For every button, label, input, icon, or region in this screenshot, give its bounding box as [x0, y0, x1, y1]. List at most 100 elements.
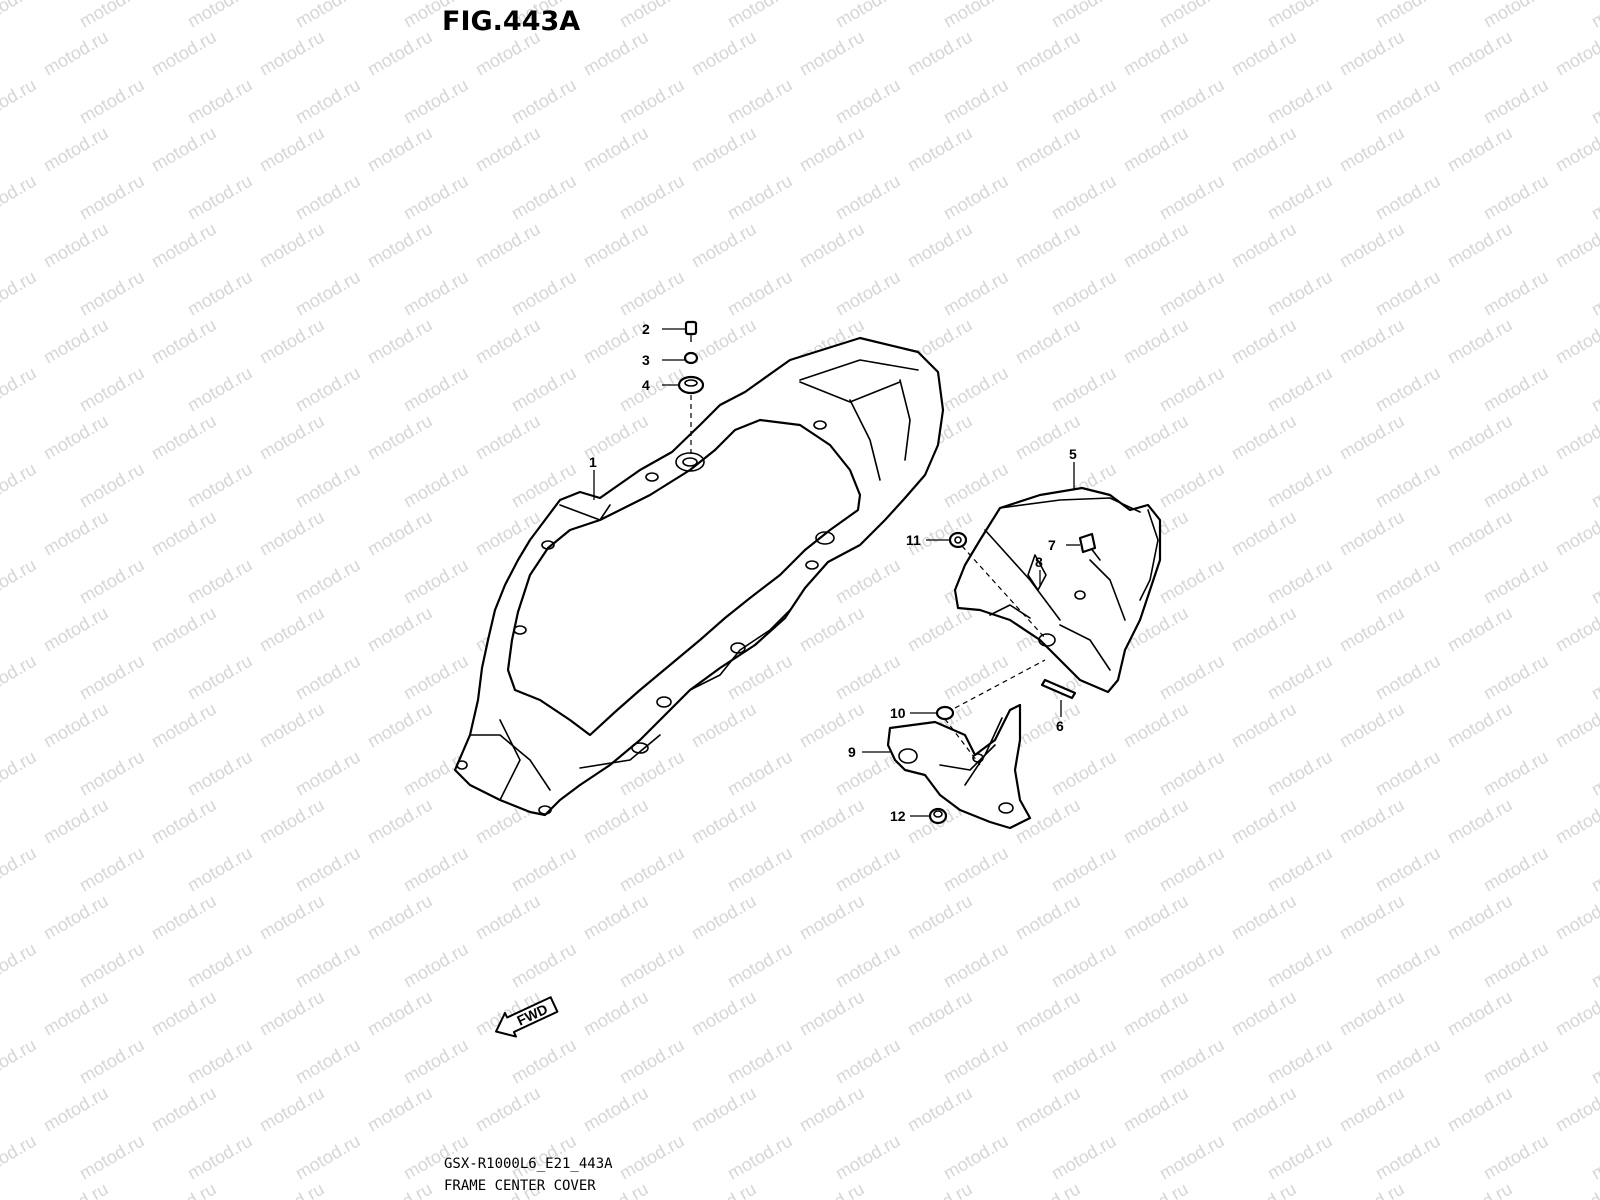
watermark-text: motod.ru: [184, 363, 256, 416]
watermark-text: motod.ru: [1264, 747, 1336, 800]
watermark-text: motod.ru: [940, 0, 1012, 31]
watermark-text: motod.ru: [1120, 891, 1192, 944]
watermark-text: motod.ru: [1444, 603, 1516, 656]
watermark-text: motod.ru: [1480, 1035, 1552, 1088]
watermark-text: motod.ru: [1048, 363, 1120, 416]
part-pad-6: [1040, 678, 1077, 700]
watermark-text: motod.ru: [724, 939, 796, 992]
watermark-text: motod.ru: [148, 891, 220, 944]
watermark-text: motod.ru: [580, 987, 652, 1040]
callout-2: 2: [642, 321, 650, 337]
watermark-text: motod.ru: [1336, 987, 1408, 1040]
watermark-text: motod.ru: [1588, 843, 1600, 896]
watermark-text: motod.ru: [796, 699, 868, 752]
watermark-text: motod.ru: [1588, 75, 1600, 128]
watermark-text: motod.ru: [400, 459, 472, 512]
watermark-text: motod.ru: [1444, 1083, 1516, 1136]
watermark-text: motod.ru: [904, 1083, 976, 1136]
watermark-text: motod.ru: [1048, 843, 1120, 896]
watermark-text: motod.ru: [0, 603, 4, 656]
fwd-direction-marker: FWD: [494, 996, 559, 1038]
watermark-text: motod.ru: [724, 1035, 796, 1088]
callout-1: 1: [589, 454, 597, 470]
watermark-text: motod.ru: [1552, 891, 1600, 944]
watermark-text: motod.ru: [616, 171, 688, 224]
watermark-text: motod.ru: [616, 0, 688, 31]
watermark-text: motod.ru: [292, 1035, 364, 1088]
watermark-text: motod.ru: [1228, 27, 1300, 80]
watermark-text: motod.ru: [1336, 1179, 1408, 1200]
watermark-text: motod.ru: [796, 603, 868, 656]
watermark-text: motod.ru: [364, 891, 436, 944]
watermark-text: motod.ru: [292, 459, 364, 512]
watermark-text: motod.ru: [0, 1179, 4, 1200]
watermark-text: motod.ru: [796, 219, 868, 272]
watermark-text: motod.ru: [1012, 315, 1084, 368]
watermark-text: motod.ru: [1336, 1083, 1408, 1136]
watermark-text: motod.ru: [1336, 507, 1408, 560]
watermark-text: motod.ru: [1120, 699, 1192, 752]
watermark-text: motod.ru: [1588, 1035, 1600, 1088]
watermark-text: motod.ru: [940, 459, 1012, 512]
watermark-text: motod.ru: [508, 939, 580, 992]
watermark-text: motod.ru: [1480, 651, 1552, 704]
watermark-text: motod.ru: [256, 891, 328, 944]
watermark-text: motod.ru: [1228, 123, 1300, 176]
watermark-text: motod.ru: [1012, 123, 1084, 176]
watermark-text: motod.ru: [1444, 123, 1516, 176]
watermark-text: motod.ru: [364, 987, 436, 1040]
watermark-text: motod.ru: [832, 75, 904, 128]
watermark-text: motod.ru: [0, 891, 4, 944]
watermark-text: motod.ru: [1372, 171, 1444, 224]
watermark-text: motod.ru: [1156, 555, 1228, 608]
watermark-text: motod.ru: [400, 1035, 472, 1088]
watermark-text: motod.ru: [724, 1131, 796, 1184]
watermark-text: motod.ru: [1156, 75, 1228, 128]
watermark-text: motod.ru: [0, 1131, 40, 1184]
part-grommet-12: [928, 807, 948, 825]
figure-title: FIG.443A: [442, 6, 580, 37]
watermark-text: motod.ru: [580, 27, 652, 80]
watermark-text: motod.ru: [400, 555, 472, 608]
watermark-text: motod.ru: [1048, 267, 1120, 320]
watermark-text: motod.ru: [1048, 0, 1120, 31]
watermark-text: motod.ru: [40, 987, 112, 1040]
watermark-text: motod.ru: [1264, 459, 1336, 512]
watermark-text: motod.ru: [472, 411, 544, 464]
watermark-text: motod.ru: [1372, 459, 1444, 512]
watermark-text: motod.ru: [1480, 843, 1552, 896]
watermark-text: motod.ru: [256, 795, 328, 848]
watermark-text: motod.ru: [832, 555, 904, 608]
watermark-text: motod.ru: [688, 27, 760, 80]
watermark-text: motod.ru: [688, 123, 760, 176]
watermark-text: motod.ru: [832, 1131, 904, 1184]
watermark-text: motod.ru: [76, 651, 148, 704]
watermark-text: motod.ru: [292, 651, 364, 704]
watermark-text: motod.ru: [1012, 219, 1084, 272]
watermark-text: motod.ru: [1480, 555, 1552, 608]
watermark-text: motod.ru: [472, 315, 544, 368]
watermark-text: motod.ru: [1444, 219, 1516, 272]
watermark-text: motod.ru: [940, 1035, 1012, 1088]
watermark-text: motod.ru: [688, 795, 760, 848]
watermark-text: motod.ru: [1336, 27, 1408, 80]
watermark-text: motod.ru: [76, 1035, 148, 1088]
watermark-text: motod.ru: [0, 219, 4, 272]
watermark-text: motod.ru: [724, 747, 796, 800]
watermark-text: motod.ru: [1588, 459, 1600, 512]
watermark-text: motod.ru: [1588, 1131, 1600, 1184]
watermark-text: motod.ru: [832, 267, 904, 320]
watermark-text: motod.ru: [292, 747, 364, 800]
watermark-text: motod.ru: [0, 795, 4, 848]
watermark-text: motod.ru: [364, 411, 436, 464]
watermark-text: motod.ru: [148, 411, 220, 464]
watermark-text: motod.ru: [508, 75, 580, 128]
watermark-text: motod.ru: [1264, 267, 1336, 320]
watermark-text: motod.ru: [76, 363, 148, 416]
callout-10: 10: [890, 705, 906, 721]
watermark-text: motod.ru: [0, 411, 4, 464]
watermark-text: motod.ru: [364, 1179, 436, 1200]
watermark-text: motod.ru: [904, 1179, 976, 1200]
watermark-text: motod.ru: [1264, 363, 1336, 416]
